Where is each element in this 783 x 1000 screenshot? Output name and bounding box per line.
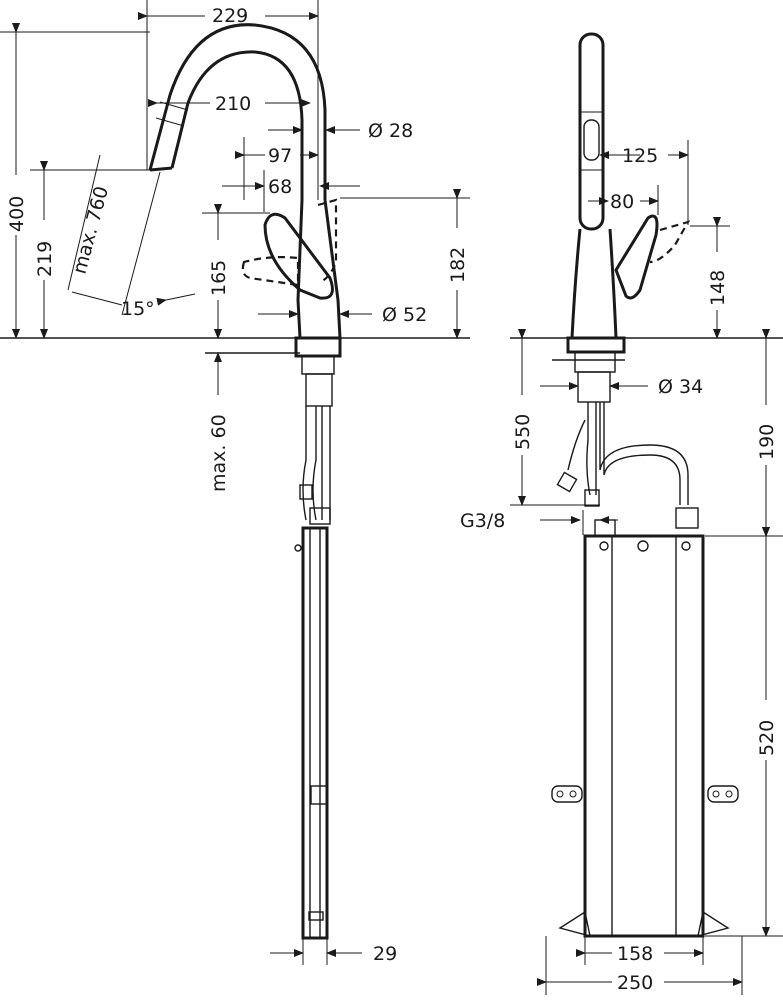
dim-dia-34: Ø 34 xyxy=(540,376,703,398)
dim-182: 182 xyxy=(340,189,470,339)
dim-68: 68 xyxy=(222,170,360,212)
mixer-body xyxy=(294,199,342,407)
dim-max-760: max. 760 xyxy=(67,154,161,316)
lever-handle-side xyxy=(614,214,659,300)
dim-label-dia-52: Ø 52 xyxy=(382,304,427,326)
foot-right xyxy=(697,910,730,937)
dim-dia-52: Ø 52 xyxy=(258,304,427,326)
dim-520: 520 xyxy=(705,527,783,937)
dim-165: 165 xyxy=(202,204,270,339)
dim-label-148: 148 xyxy=(707,270,729,306)
wall-bracket-right xyxy=(707,785,739,803)
dim-label-520: 520 xyxy=(756,720,778,756)
dim-label-max-60: max. 60 xyxy=(208,414,230,492)
dim-label-dia-28: Ø 28 xyxy=(368,120,413,142)
dim-label-15deg: 15° xyxy=(121,298,155,320)
dim-label-max-760: max. 760 xyxy=(69,184,113,276)
wall-bracket-left xyxy=(551,785,583,803)
dim-label-29: 29 xyxy=(373,943,397,965)
dim-219: 219 xyxy=(30,161,150,339)
dim-125: 125 xyxy=(599,140,689,225)
dim-dia-28: Ø 28 xyxy=(268,120,413,142)
dim-label-182: 182 xyxy=(447,247,469,283)
dim-190: 190 xyxy=(705,329,783,537)
supply-hoses-side xyxy=(556,402,699,529)
spout-side xyxy=(578,32,605,231)
pullout-box-front xyxy=(294,526,329,940)
dim-max-60: max. 60 xyxy=(208,318,230,492)
dim-label-400: 400 xyxy=(6,196,28,232)
dim-label-125: 125 xyxy=(622,145,658,167)
pullout-box-side xyxy=(551,519,739,938)
dim-label-97: 97 xyxy=(268,145,292,167)
side-view: 125 80 148 Ø 34 550 xyxy=(460,32,783,995)
spout xyxy=(148,23,327,200)
front-view: 229 210 Ø 28 97 68 xyxy=(0,0,470,965)
dim-label-68: 68 xyxy=(268,176,292,198)
dim-250: 250 xyxy=(537,936,743,995)
dim-label-210: 210 xyxy=(215,93,251,115)
mixer-body-side xyxy=(566,228,626,403)
dim-29: 29 xyxy=(270,938,397,965)
dim-label-229: 229 xyxy=(212,5,248,27)
dim-148: 148 xyxy=(690,217,730,339)
dim-210: 210 xyxy=(148,93,311,115)
dim-label-165: 165 xyxy=(208,260,230,296)
dim-229: 229 xyxy=(138,0,319,200)
supply-hoses xyxy=(299,406,331,525)
dim-15deg: 15° xyxy=(121,293,196,320)
dim-158: 158 xyxy=(576,936,704,965)
dim-label-158: 158 xyxy=(617,943,653,965)
dim-label-80: 80 xyxy=(610,191,634,213)
dim-g38: G3/8 xyxy=(460,510,618,535)
foot-left xyxy=(558,910,591,937)
dim-label-190: 190 xyxy=(756,424,778,460)
dim-80: 80 xyxy=(588,185,659,215)
lever-handle xyxy=(263,212,334,300)
dim-label-219: 219 xyxy=(34,241,56,277)
dim-label-550: 550 xyxy=(512,414,534,450)
dim-550: 550 xyxy=(510,329,600,506)
dim-label-250: 250 xyxy=(617,972,653,994)
dim-label-g38: G3/8 xyxy=(460,510,505,532)
dim-97: 97 xyxy=(235,137,319,200)
dim-label-dia-34: Ø 34 xyxy=(658,376,703,398)
dim-400: 400 xyxy=(0,23,150,339)
